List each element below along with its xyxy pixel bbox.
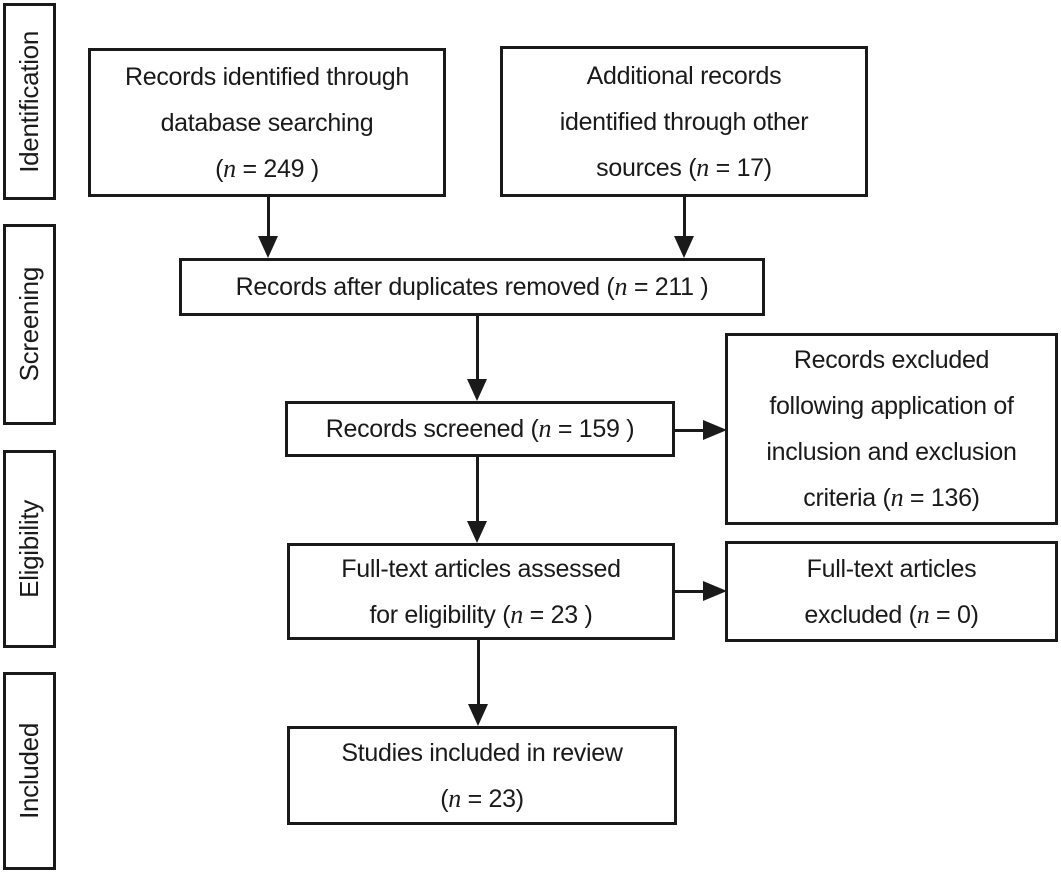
arrow-head-down-icon bbox=[674, 236, 694, 258]
arrow-duplicates-to-screened bbox=[466, 316, 488, 401]
arrow-line bbox=[476, 640, 480, 706]
stage-label: Eligibility bbox=[14, 500, 44, 598]
stage-included: Included bbox=[3, 672, 56, 870]
arrow-line bbox=[475, 457, 479, 523]
stage-eligibility: Eligibility bbox=[3, 450, 56, 648]
arrow-head-down-icon bbox=[467, 379, 487, 401]
stage-identification: Identification bbox=[3, 3, 56, 200]
arrow-identified-to-duplicates bbox=[257, 197, 279, 258]
arrow-head-right-icon bbox=[703, 420, 727, 440]
arrow-head-down-icon bbox=[467, 521, 487, 543]
box-records-screened: Records screened (n = 159 ) bbox=[285, 401, 675, 457]
arrow-additional-to-duplicates bbox=[673, 197, 695, 258]
stage-label: Identification bbox=[14, 30, 44, 173]
arrow-head-down-icon bbox=[258, 236, 278, 258]
stage-label: Included bbox=[14, 723, 44, 819]
arrow-line bbox=[675, 428, 705, 432]
arrow-fulltext-to-excluded bbox=[675, 581, 727, 601]
arrow-fulltext-to-included bbox=[467, 640, 489, 726]
arrow-line bbox=[475, 316, 479, 381]
arrow-screened-to-excluded bbox=[675, 420, 727, 440]
arrow-screened-to-fulltext bbox=[466, 457, 488, 543]
box-studies-included: Studies included in review(n = 23) bbox=[287, 726, 677, 825]
stage-screening: Screening bbox=[3, 224, 56, 425]
arrow-line bbox=[266, 197, 270, 238]
arrow-line bbox=[682, 197, 686, 238]
arrow-head-down-icon bbox=[468, 704, 488, 726]
stage-label: Screening bbox=[14, 267, 44, 382]
arrow-line bbox=[675, 589, 705, 593]
box-duplicates-removed: Records after duplicates removed (n = 21… bbox=[179, 258, 765, 316]
arrow-head-right-icon bbox=[703, 581, 727, 601]
